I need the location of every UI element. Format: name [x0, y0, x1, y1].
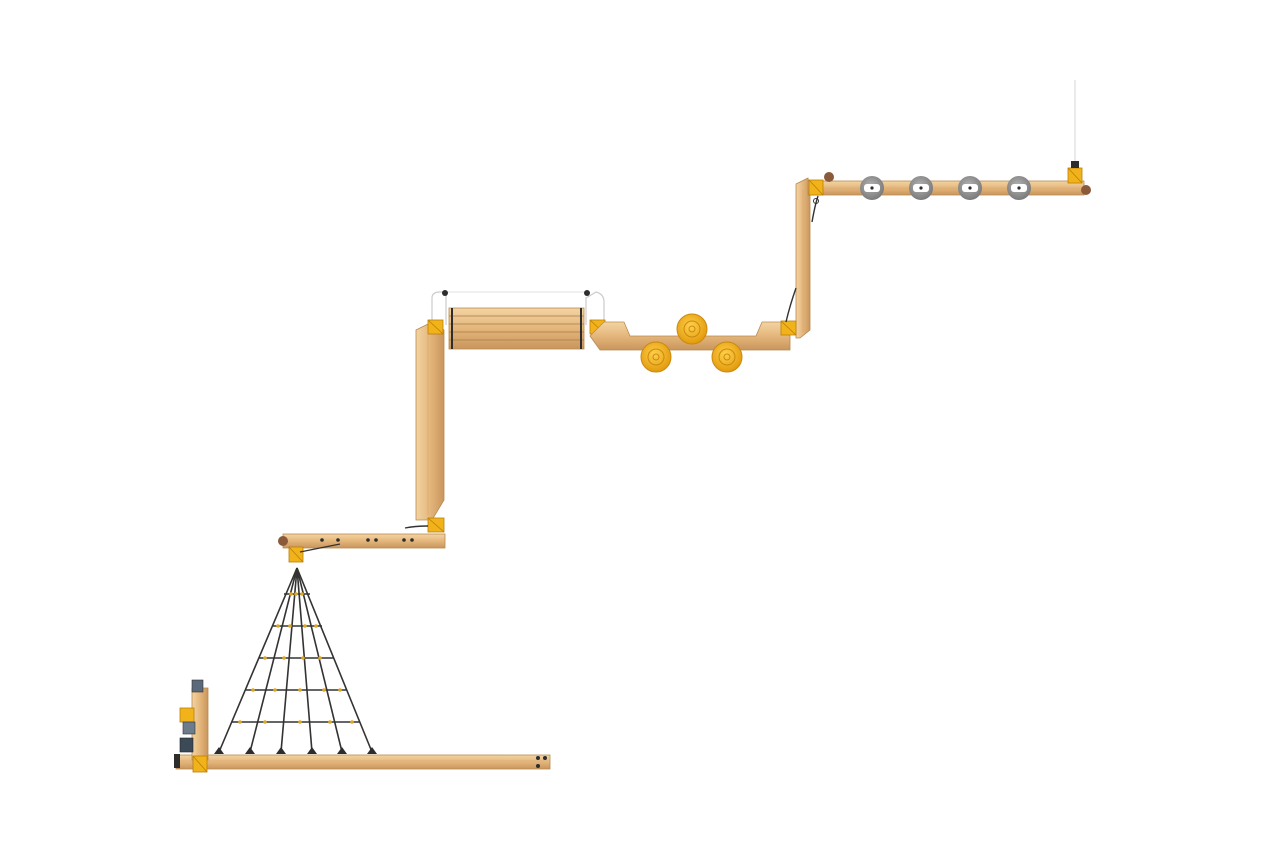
rope-net-anchors: [214, 747, 377, 754]
second-beam: [278, 533, 446, 563]
grey-disc: [958, 176, 982, 200]
grey-disc: [860, 176, 884, 200]
grey-disc: [1007, 176, 1031, 200]
stepping-discs: [640, 313, 743, 373]
top-beam: [807, 80, 1091, 196]
rope-net: [218, 567, 373, 753]
grey-disc: [909, 176, 933, 200]
stepping-disc: [711, 341, 743, 373]
bottom-beam: [175, 754, 551, 770]
ladder-post: [174, 679, 209, 773]
vertical-post-2: [780, 177, 819, 339]
bench-platform: [427, 290, 606, 350]
rope-net-knots: [238, 592, 354, 724]
stepping-disc: [640, 341, 672, 373]
vertical-post-1: [404, 321, 445, 533]
stepping-disc: [676, 313, 708, 345]
grey-hanging-discs: [860, 176, 1031, 200]
